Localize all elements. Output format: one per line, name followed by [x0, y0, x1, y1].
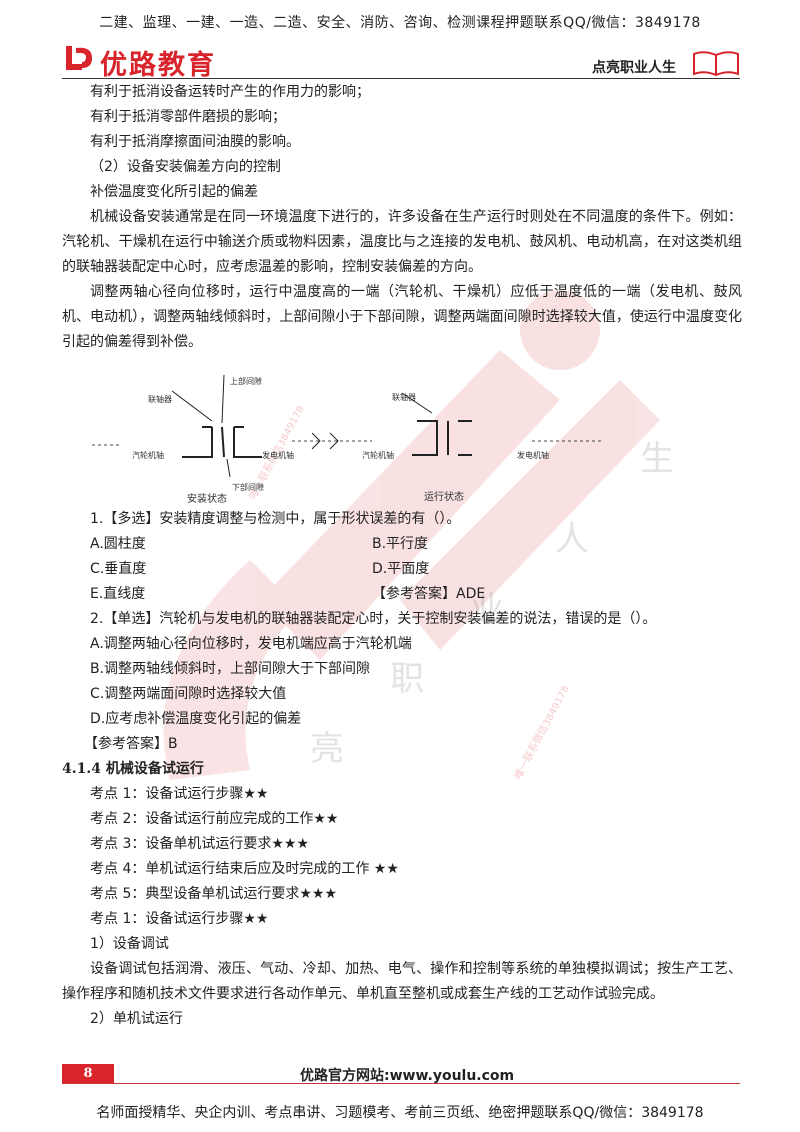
label-coupling-left: 联轴器	[148, 395, 172, 404]
official-site: 优路官方网站:www.youlu.com	[300, 1068, 515, 1084]
logo-text: 优路教育	[100, 50, 216, 81]
q2-answer: 【参考答案】B	[84, 736, 178, 752]
q1-option: C.垂直度	[90, 561, 147, 577]
key-point: 考点 1：设备试运行步骤★★	[90, 786, 269, 802]
coupling-diagram: 联轴器 上部间隙 下部间隙 汽轮机轴 发电机轴 安装状态 联轴器 汽轮机轴 发电…	[62, 363, 742, 505]
q2-option: C.调整两端面间隙时选择较大值	[90, 686, 287, 702]
q1-option-row: E.直线度 【参考答案】ADE	[62, 582, 742, 607]
q1-option-row: C.垂直度 D.平面度	[62, 557, 742, 582]
label-generator-right: 发电机轴	[517, 451, 549, 460]
text-line: 有利于抵消摩擦面间油膜的影响。	[90, 134, 300, 150]
open-book-icon	[693, 51, 739, 76]
label-top-gap: 上部间隙	[230, 377, 262, 386]
page-content: 有利于抵消设备运转时产生的作用力的影响； 有利于抵消零部件磨损的影响； 有利于抵…	[62, 80, 742, 1032]
label-generator-left: 发电机轴	[262, 451, 294, 460]
footer-divider	[62, 1083, 740, 1084]
page-header: 优路教育 点亮职业人生	[62, 40, 740, 81]
page-number: 8	[62, 1064, 114, 1084]
paragraph-1: 机械设备安装通常是在同一环境温度下进行的，许多设备在生产运行时则处在不同温度的条…	[62, 209, 742, 275]
key-point: 考点 4：单机试运行结束后应及时完成的工作 ★★	[90, 861, 399, 877]
step-1-title: 1）设备调试	[90, 936, 169, 952]
step-1-body: 设备调试包括润滑、液压、气动、冷却、加热、电气、操作和控制等系统的单独模拟调试；…	[62, 961, 742, 1002]
label-turbine-left: 汽轮机轴	[132, 451, 164, 460]
key-point: 考点 2：设备试运行前应完成的工作★★	[90, 811, 339, 827]
key-point: 考点 1：设备试运行步骤★★	[90, 911, 269, 927]
key-point: 考点 3：设备单机试运行要求★★★	[90, 836, 310, 852]
bottom-banner: 名师面授精华、央企内训、考点串讲、习题模考、考前三页纸、绝密押题联系QQ/微信：…	[96, 1105, 704, 1121]
coupling-diagram-svg	[92, 374, 602, 478]
q1-option: E.直线度	[90, 586, 146, 602]
key-point: 考点 5：典型设备单机试运行要求★★★	[90, 886, 338, 902]
step-2-title: 2）单机试运行	[90, 1011, 183, 1027]
header-slogan: 点亮职业人生	[592, 60, 676, 76]
paragraph-2: 调整两轴心径向位移时，运行中温度高的一端（汽轮机、干燥机）应低于温度低的一端（发…	[62, 284, 742, 350]
text-line: 有利于抵消零部件磨损的影响；	[90, 109, 286, 125]
question-2-stem: 2.【单选】汽轮机与发电机的联轴器装配定心时，关于控制安装偏差的说法，错误的是（…	[90, 611, 657, 627]
q2-option: B.调整两轴线倾斜时，上部间隙大于下部间隙	[90, 661, 371, 677]
text-line: 有利于抵消设备运转时产生的作用力的影响；	[90, 84, 370, 100]
sub-heading-2: 补偿温度变化所引起的偏差	[90, 184, 258, 200]
q1-option-row: A.圆柱度 B.平行度	[62, 532, 742, 557]
label-coupling-right: 联轴器	[392, 393, 416, 402]
label-bottom-gap: 下部间隙	[232, 483, 264, 492]
question-1-stem: 1.【多选】安装精度调整与检测中，属于形状误差的有（）。	[90, 511, 461, 527]
caption-running: 运行状态	[424, 492, 464, 503]
caption-install: 安装状态	[187, 494, 227, 505]
section-title: 4.1.4 机械设备试运行	[62, 761, 204, 777]
q1-option: B.平行度	[372, 536, 429, 552]
sub-heading: （2）设备安装偏差方向的控制	[90, 159, 281, 175]
label-turbine-right: 汽轮机轴	[362, 451, 394, 460]
q2-option: D.应考虑补偿温度变化引起的偏差	[90, 711, 302, 727]
q1-option: D.平面度	[372, 561, 430, 577]
q2-option: A.调整两轴心径向位移时，发电机端应高于汽轮机端	[90, 636, 412, 652]
q1-option: A.圆柱度	[90, 536, 146, 552]
top-banner: 二建、监理、一建、一造、二造、安全、消防、咨询、检测课程押题联系QQ/微信：38…	[99, 15, 701, 31]
q1-answer: 【参考答案】ADE	[372, 586, 486, 602]
youlu-logo-icon	[66, 46, 92, 70]
